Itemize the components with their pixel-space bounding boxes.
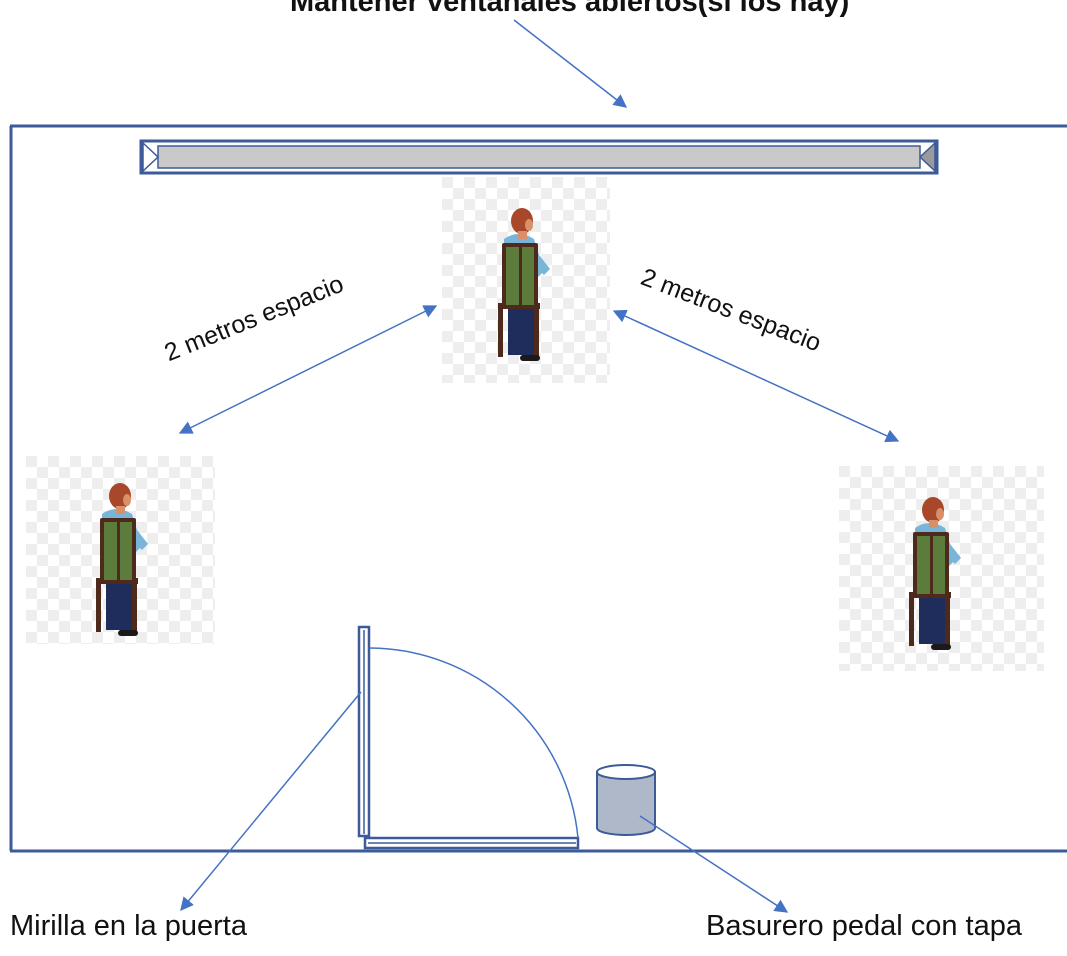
window-bar <box>139 139 939 175</box>
bin-label: Basurero pedal con tapa <box>706 910 1022 942</box>
window-label: Mantener ventanales abiertos(si los hay) <box>290 0 850 18</box>
person-left <box>26 456 215 644</box>
trash-bin <box>596 764 656 836</box>
person-top <box>442 177 610 383</box>
person-right <box>839 466 1044 671</box>
distance-arrow-left <box>178 305 438 434</box>
door <box>357 625 580 850</box>
room-walls <box>9 124 1067 853</box>
distance-arrow-right <box>612 309 900 443</box>
door-label: Mirilla en la puerta <box>10 910 247 942</box>
window-pointer-arrow <box>513 19 628 108</box>
bin-pointer-arrow <box>639 815 789 913</box>
door-pointer-arrow <box>180 691 362 912</box>
